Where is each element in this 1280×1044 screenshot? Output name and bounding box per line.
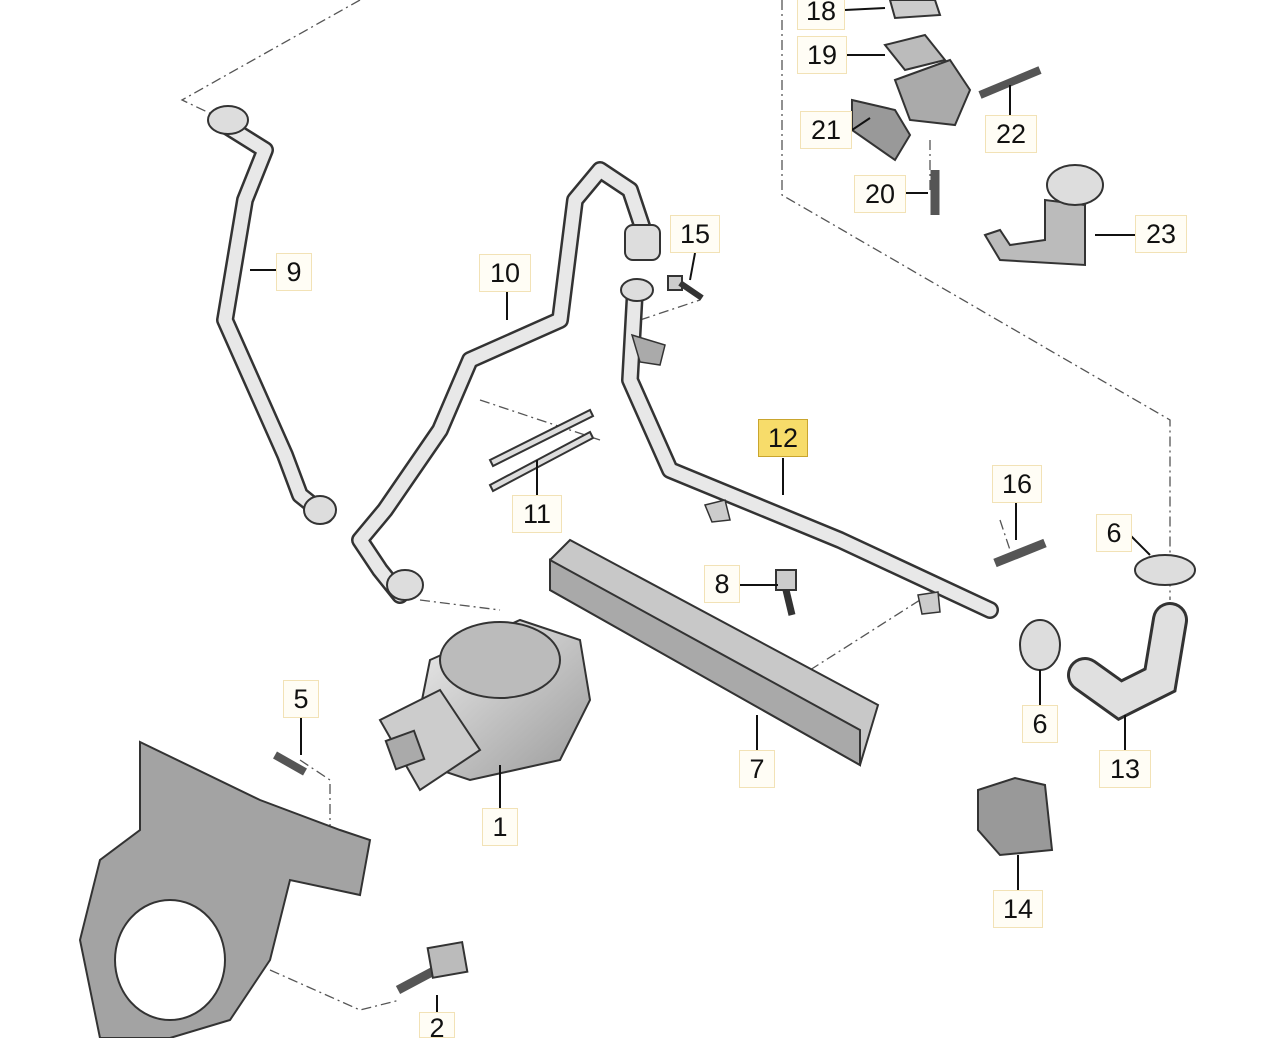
bolt-8 [775, 569, 797, 616]
callout-10: 10 [479, 254, 531, 292]
clamp-6-lower [1019, 619, 1061, 671]
hose-10-upper-fitting [624, 224, 661, 261]
callout-14: 14 [993, 890, 1043, 928]
hose-9-end-fitting [207, 105, 249, 135]
callout-5: 5 [283, 680, 319, 718]
callout-2: 2 [419, 1012, 455, 1043]
callout-11: 11 [512, 495, 562, 533]
bracket-23 [983, 164, 1104, 267]
pipe-12-top-fitting [620, 278, 654, 302]
hose-10-lower-fitting [386, 569, 424, 601]
heat-shield-bracket [78, 740, 372, 1038]
callout-23: 23 [1135, 215, 1187, 253]
hose-9-lower-fitting [303, 495, 337, 525]
mounting-rail-7 [549, 538, 880, 767]
callout-19: 19 [797, 36, 847, 74]
cover-14 [977, 776, 1054, 857]
callout-18: 18 [797, 0, 845, 30]
callout-15: 15 [670, 215, 720, 253]
hose-13 [1067, 602, 1188, 721]
callout-20: 20 [854, 175, 906, 213]
callout-9: 9 [276, 253, 312, 291]
callout-16: 16 [992, 465, 1042, 503]
callout-7: 7 [739, 750, 775, 788]
bolt-16 [993, 538, 1047, 568]
pipe-12 [621, 281, 999, 619]
callout-12-highlighted: 12 [758, 419, 808, 457]
clamp-6-upper [1134, 554, 1196, 586]
callout-21: 21 [800, 111, 852, 149]
callout-6-lower: 6 [1022, 705, 1058, 743]
callout-8: 8 [704, 565, 740, 603]
assembly-lines [180, 0, 1171, 1011]
bolt-15 [667, 275, 704, 301]
cable-ties-11 [488, 408, 595, 493]
flange-assembly-18-21 [851, 0, 972, 162]
bolt-22 [978, 66, 1042, 99]
bolt-5 [273, 751, 307, 776]
hose-9 [216, 116, 334, 524]
pipe-12-tab-1 [703, 499, 731, 523]
hose-10 [351, 161, 654, 604]
callout-22: 22 [985, 115, 1037, 153]
callout-1: 1 [482, 808, 518, 846]
pipe-12-bracket [630, 333, 666, 366]
secondary-air-pump-1 [378, 618, 592, 792]
callout-6-upper: 6 [1096, 514, 1132, 552]
callout-13: 13 [1099, 750, 1151, 788]
clip-2 [395, 940, 469, 994]
pipe-12-tab-2 [917, 591, 941, 615]
